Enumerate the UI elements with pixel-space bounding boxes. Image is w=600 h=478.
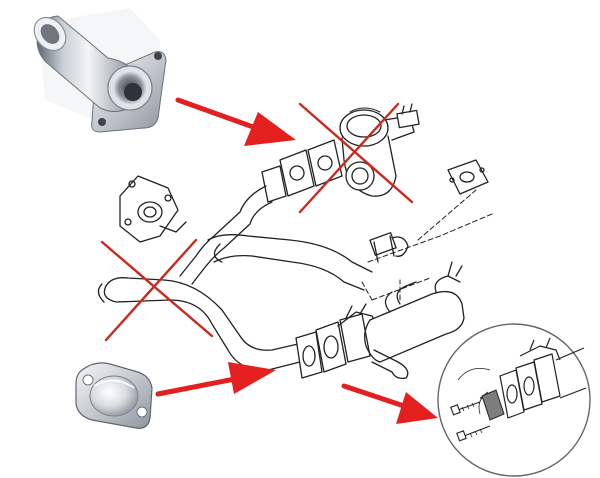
svg-text:· · · · ·: · · · · · xyxy=(100,377,115,383)
lower-flanges xyxy=(295,303,381,379)
red-arrow-icon xyxy=(341,383,438,424)
upper-egr-pipe xyxy=(179,185,273,285)
blanking-plate-photo: · · · · · xyxy=(75,362,153,429)
crossover-pipe xyxy=(207,232,409,291)
egr-valve xyxy=(339,103,420,197)
red-arrow-icon xyxy=(155,362,276,397)
spacer-pipe-photo xyxy=(33,8,167,133)
gasket-upper-right xyxy=(447,159,489,195)
bolt-icon xyxy=(450,401,481,416)
cooler-housing xyxy=(119,175,187,243)
bolt-icon xyxy=(456,425,491,442)
line-drawing xyxy=(97,103,493,380)
red-cross-icon xyxy=(100,238,214,342)
inset-blanking-gasket xyxy=(481,389,505,421)
red-cross-icon xyxy=(298,102,414,214)
egr-cooler xyxy=(364,261,465,380)
inset-detail xyxy=(437,323,591,477)
dashed-guides xyxy=(361,189,493,301)
valve-flanges xyxy=(261,139,343,203)
red-arrow-icon xyxy=(175,97,296,146)
